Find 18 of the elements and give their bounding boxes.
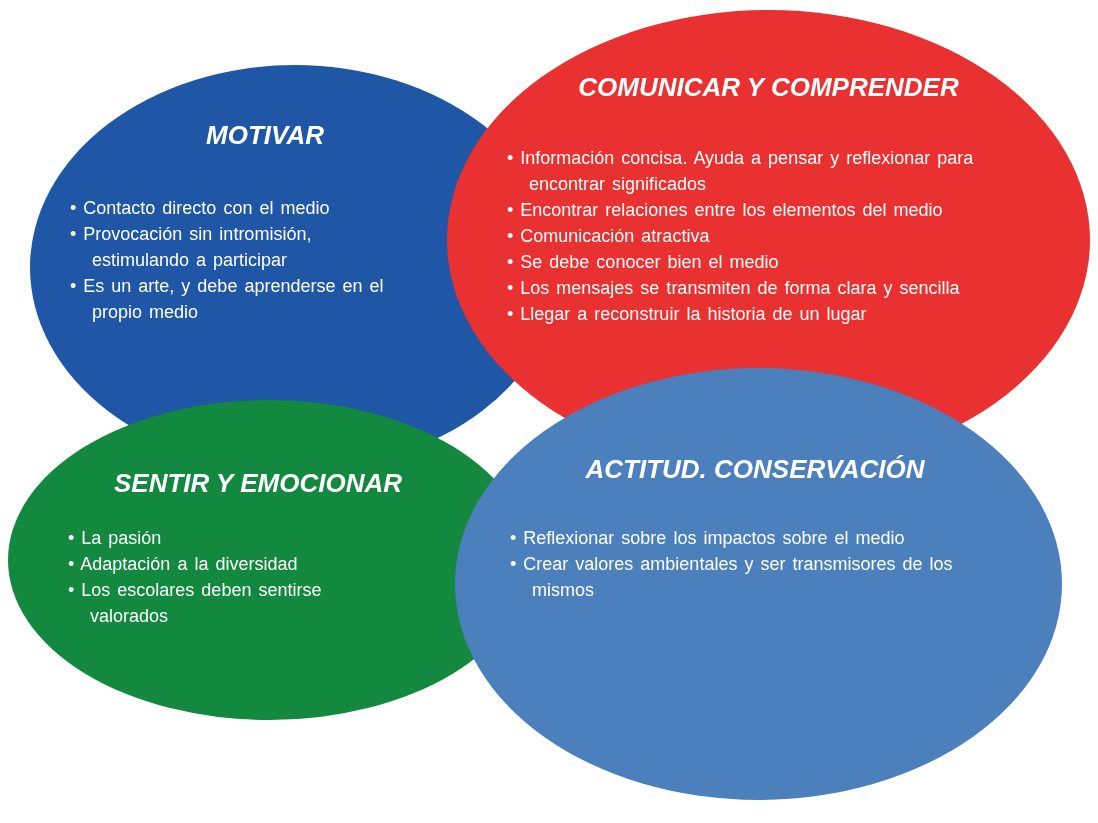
bullet-item: • Es un arte, y debe aprenderse en el propio medio (70, 275, 385, 324)
bullet-item: • La pasión (68, 527, 163, 550)
bullet-item: • Crear valores ambientales y ser transmisores de los mismos (510, 553, 954, 602)
bullet-item: • Comunicación atractiva (507, 225, 711, 248)
heading: SENTIR Y EMOCIONAR (113, 468, 403, 499)
bullet-item: • Los mensajes se transmiten de forma clara y sencilla (507, 277, 961, 300)
bullet-item: • Encontrar relaciones entre los elementos del medio (507, 199, 944, 222)
bullet-item: • Los escolares deben sentirse valorados (68, 579, 323, 628)
bullet-item: • Provocación sin intromisión, estimulando a participar (70, 223, 313, 272)
bullet-item: • Se debe conocer bien el medio (507, 251, 780, 274)
heading: MOTIVAR (205, 120, 325, 151)
bullet-item: • Llegar a reconstruir la historia de un lugar (507, 303, 868, 326)
heading: COMUNICAR Y COMPRENDER (577, 72, 960, 103)
bullet-item: • Información concisa. Ayuda a pensar y reflexionar para encontrar significados (507, 147, 975, 196)
bullet-item: • Reflexionar sobre los impactos sobre el medio (510, 527, 906, 550)
bullet-item: • Contacto directo con el medio (70, 197, 331, 220)
heading: ACTITUD. CONSERVACIÓN (584, 454, 926, 485)
bullet-item: • Adaptación a la diversidad (68, 553, 299, 576)
